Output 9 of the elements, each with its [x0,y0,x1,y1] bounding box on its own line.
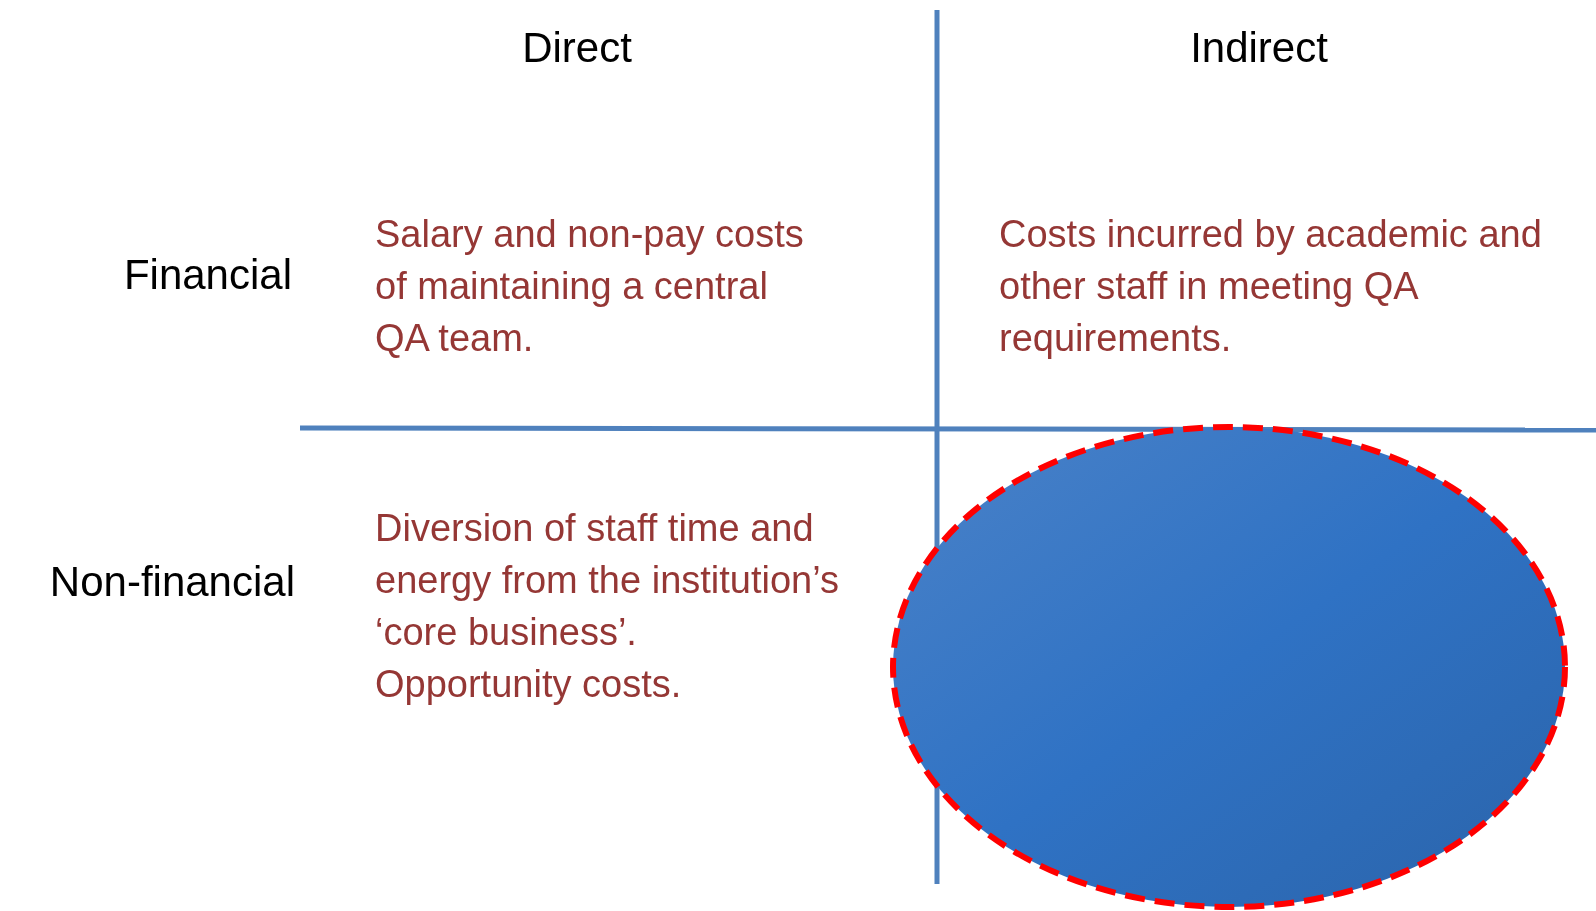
row-header: Financial [122,250,292,300]
column-header: Indirect [1189,23,1329,73]
cell-text: Diversion of staff time and energy from the institution’s ‘core business’. [375,506,840,655]
cell-text: Opportunity costs. [375,662,683,707]
cell-text: Salary and non-pay costs of maintaining a central QA team. [375,212,805,361]
cell-text: Costs incurred by academic and other staff in meeting QA requirements. [999,212,1543,361]
ellipse-shape [890,424,1568,910]
column-header: Direct [521,23,633,73]
row-header: Non-financial [48,557,295,607]
